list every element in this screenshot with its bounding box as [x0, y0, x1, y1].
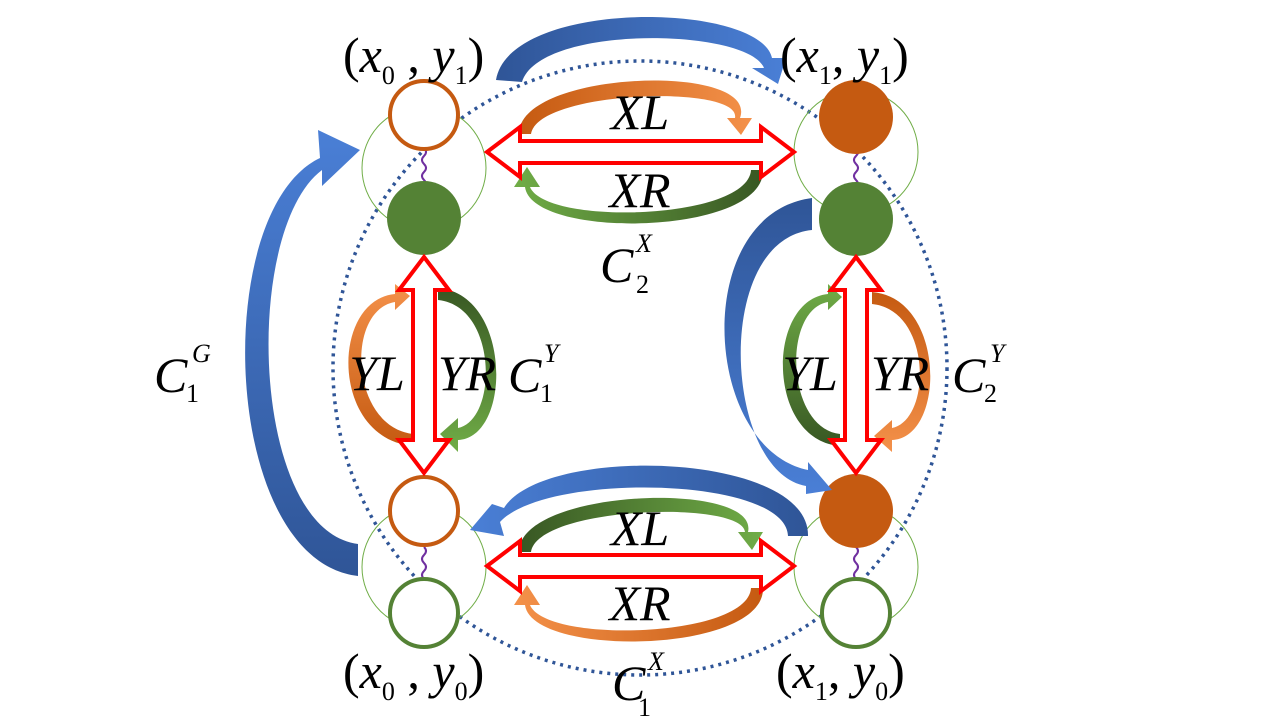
- right-blue-arrow: [724, 198, 832, 494]
- bottom-xl-arrow: [519, 497, 763, 552]
- svg-text:C: C: [600, 237, 634, 293]
- svg-text:(x1, y1): (x1, y1): [780, 27, 909, 90]
- right-yr-label: YR: [871, 345, 929, 401]
- top-xr-arrow: [514, 167, 764, 224]
- top-xr-label: XR: [607, 162, 670, 218]
- top-xl-arrow: [519, 80, 752, 135]
- bottom-right-bond: [853, 546, 859, 580]
- left-yl-label: YL: [349, 345, 405, 401]
- top-left-orange-qubit-empty: [388, 79, 460, 151]
- left-double-arrow: [394, 253, 454, 477]
- svg-text:C: C: [612, 655, 646, 711]
- svg-text:Y: Y: [544, 339, 561, 368]
- top-right-green-qubit-filled: [819, 182, 893, 256]
- gate-c2y-label: C Y 2: [952, 339, 1007, 408]
- bottom-double-arrow: [483, 536, 798, 596]
- right-double-arrow: [826, 253, 886, 477]
- bottom-blue-arrow: [470, 465, 809, 536]
- gate-c1g-label: C G 1: [154, 339, 211, 408]
- svg-text:(x0 , y1): (x0 , y1): [343, 27, 484, 90]
- bottom-xl-label: XL: [609, 500, 669, 556]
- top-left-green-qubit-filled: [387, 181, 461, 255]
- bottom-right-green-qubit-empty: [820, 577, 892, 649]
- coord-bottom-left: (x0 , y0): [343, 643, 484, 706]
- bottom-left-bond: [421, 546, 427, 580]
- right-yl-arrow: [782, 284, 842, 446]
- svg-text:2: 2: [984, 379, 997, 408]
- gate-c2x-label: C X 2: [600, 229, 653, 299]
- svg-text:1: 1: [540, 379, 553, 408]
- top-double-arrow: [483, 122, 798, 182]
- coord-bottom-right: (x1, y0): [776, 643, 905, 706]
- top-xl-label: XL: [609, 84, 669, 140]
- svg-text:2: 2: [636, 270, 649, 299]
- left-yr-label: YR: [438, 345, 496, 401]
- gate-c1x-label: C X 1: [612, 647, 665, 720]
- svg-text:Y: Y: [990, 339, 1007, 368]
- svg-text:C: C: [508, 347, 542, 403]
- top-right-orange-qubit-filled: [819, 80, 893, 154]
- coord-top-right: (x1, y1): [780, 27, 909, 90]
- bottom-xr-arrow: [514, 585, 764, 642]
- gate-c1y-label: C Y 1: [508, 339, 561, 408]
- left-yr-arrow: [438, 288, 497, 452]
- right-yl-label: YL: [782, 345, 838, 401]
- svg-text:X: X: [647, 647, 665, 676]
- bottom-right-orange-qubit-filled: [819, 474, 893, 548]
- svg-text:(x0 , y0): (x0 , y0): [343, 643, 484, 706]
- svg-text:C: C: [154, 347, 188, 403]
- bottom-left-green-qubit-empty: [388, 577, 460, 649]
- svg-text:X: X: [635, 229, 653, 258]
- svg-text:1: 1: [186, 379, 199, 408]
- svg-text:C: C: [952, 347, 986, 403]
- top-blue-arrow: [496, 17, 786, 84]
- coord-top-left: (x0 , y1): [343, 27, 484, 90]
- bottom-xr-label: XR: [607, 575, 670, 631]
- svg-text:G: G: [192, 339, 211, 368]
- top-right-bond: [853, 147, 859, 189]
- right-yr-arrow: [872, 292, 931, 452]
- left-yl-arrow: [348, 284, 414, 446]
- state-cycle-circle: [331, 59, 949, 677]
- left-blue-arrow: [245, 130, 360, 576]
- top-left-bond: [421, 147, 427, 189]
- svg-text:(x1, y0): (x1, y0): [776, 643, 905, 706]
- svg-text:1: 1: [638, 693, 651, 720]
- bottom-left-orange-qubit-empty: [388, 475, 460, 547]
